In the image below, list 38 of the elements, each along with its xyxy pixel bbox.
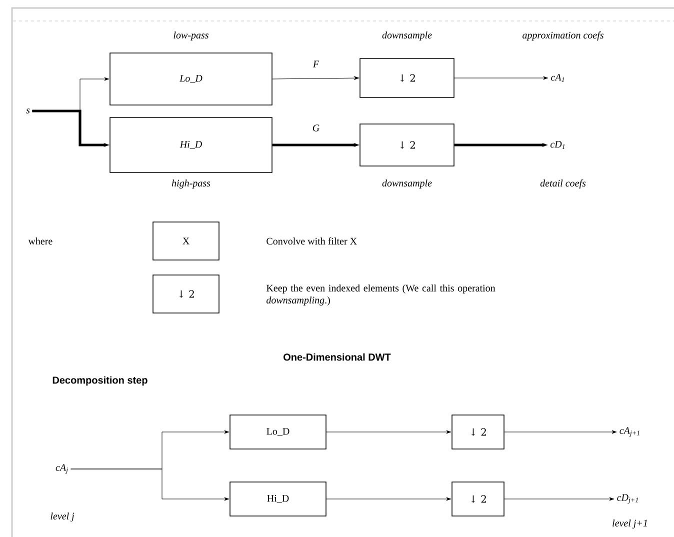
arrow bbox=[504, 430, 617, 434]
caption-text: level j bbox=[50, 512, 74, 522]
caption-text: high-pass bbox=[172, 179, 210, 189]
filter-box: X bbox=[152, 222, 220, 260]
arrow bbox=[326, 430, 452, 434]
caption-text: low-pass bbox=[174, 31, 208, 41]
downsample-box: ↓ 2 bbox=[452, 482, 504, 516]
title: One-Dimensional DWT bbox=[284, 353, 391, 361]
caption-text: detail coefs bbox=[540, 179, 586, 189]
arrow bbox=[326, 497, 452, 501]
signal-label: cA$_{j}$ bbox=[56, 464, 68, 474]
signal-label: cD$_{j+1}$ bbox=[617, 494, 638, 504]
caption-text: level j+1 bbox=[612, 519, 647, 529]
arrow bbox=[272, 76, 360, 80]
arrow bbox=[454, 76, 548, 80]
signal-label: s bbox=[26, 108, 30, 114]
caption-text: downsample bbox=[382, 179, 432, 189]
label-text: Convolve with filter X bbox=[266, 237, 357, 245]
filter-box: Hi_D bbox=[230, 482, 326, 516]
caption-text: downsample bbox=[382, 31, 432, 41]
label-text: Keep the even indexed elements (We call this operation downsampling.) bbox=[266, 284, 496, 306]
downsample-box: ↓ 2 bbox=[452, 414, 504, 450]
downsample-box: ↓ 2 bbox=[152, 274, 220, 314]
arrow bbox=[504, 497, 614, 501]
edge-label: F bbox=[312, 60, 320, 68]
signal-label: cA$_{j+1}$ bbox=[620, 427, 640, 437]
downsample-box: ↓ 2 bbox=[360, 58, 454, 98]
filter-box: Hi_D bbox=[110, 117, 272, 173]
filter-box: Lo_D bbox=[230, 414, 326, 450]
label-text: Decomposition step bbox=[52, 376, 148, 386]
arrow bbox=[70, 468, 230, 501]
downsample-box: ↓ 2 bbox=[360, 124, 454, 166]
caption-text: approximation coefs bbox=[522, 31, 604, 41]
label-text: where bbox=[28, 237, 52, 244]
edge-label: G bbox=[311, 124, 321, 132]
signal-label: cA$_{1}$ bbox=[551, 74, 564, 82]
filter-box: Lo_D bbox=[110, 52, 272, 106]
signal-label: cD$_{1}$ bbox=[550, 140, 565, 150]
